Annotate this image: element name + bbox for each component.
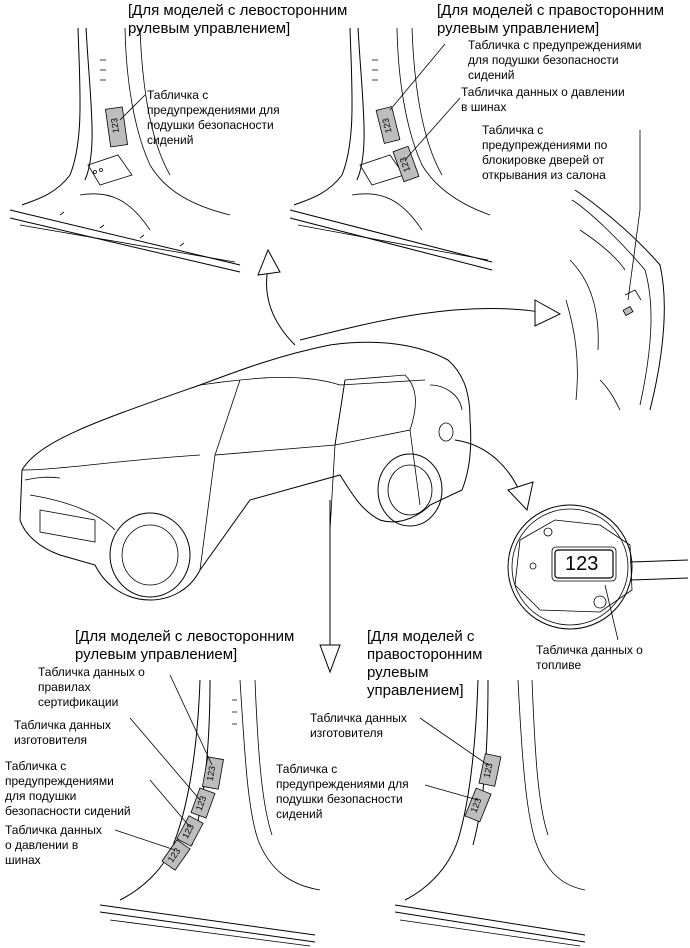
plate-text-tl: 123 (109, 117, 122, 134)
plate-text-bl1: 123 (204, 765, 218, 782)
label-bl-manufacturer: Табличка данных изготовителя (14, 718, 111, 747)
plate-mfr-br (478, 753, 502, 787)
label-br-manufacturer: Табличка данных изготовителя (310, 711, 407, 740)
car-illustration (19, 341, 472, 601)
label-bl-tire-pressure: Табличка данных о давлении в шинах (5, 823, 102, 867)
arrows (257, 248, 562, 674)
plate-seat-warning-tr (375, 106, 401, 144)
label-tr-seat-warning: Табличка с предупреждениями для подушки … (468, 38, 642, 82)
header-top-right: [Для моделей с правосторонним рулевым уп… (437, 2, 665, 37)
label-bl-seat-warning: Табличка с предупреждениями для подушки … (5, 759, 131, 818)
plate-tire-tr (392, 145, 420, 183)
plate-tire-bl (161, 839, 191, 871)
pillar-top-left (9, 27, 241, 273)
header-bottom-right: [Для моделей с правосторонним рулевым уп… (367, 628, 483, 699)
fuel-door-detail (507, 504, 689, 630)
pillar-bottom-left (99, 679, 321, 947)
label-bl-certification: Табличка данных о правилах сертификации (38, 665, 145, 709)
fuel-data-plate (554, 549, 614, 579)
plate-seat-br (464, 787, 492, 823)
label-door-lock-warning: Табличка с предупреждениями по блокировк… (482, 123, 608, 182)
plate-text-br1: 123 (481, 762, 495, 779)
header-bottom-left: [Для моделей с левосторонним рулевым упр… (75, 628, 295, 663)
pillar-bottom-right (394, 679, 586, 947)
label-fuel-data: Табличка данных о топливе (536, 643, 643, 672)
header-top-left: [Для моделей с левосторонним рулевым упр… (128, 2, 348, 37)
label-br-seat-warning: Табличка с предупреждениями для подушки … (276, 762, 409, 821)
pillar-top-right (289, 27, 493, 271)
leader-lines (114, 43, 641, 851)
fuel-plate-text: 123 (565, 553, 599, 575)
door-edge-panel (565, 189, 665, 411)
plate-cert-bl (202, 756, 224, 790)
plate-seat-bl (176, 815, 204, 847)
plate-seat-warning-tl (104, 106, 129, 148)
label-tr-tire-pressure: Табличка данных о давлении в шинах (461, 85, 625, 114)
label-tl-seat-warning: Табличка с предупреждениями для подушки … (147, 88, 280, 147)
plate-mfr-bl (190, 787, 216, 819)
